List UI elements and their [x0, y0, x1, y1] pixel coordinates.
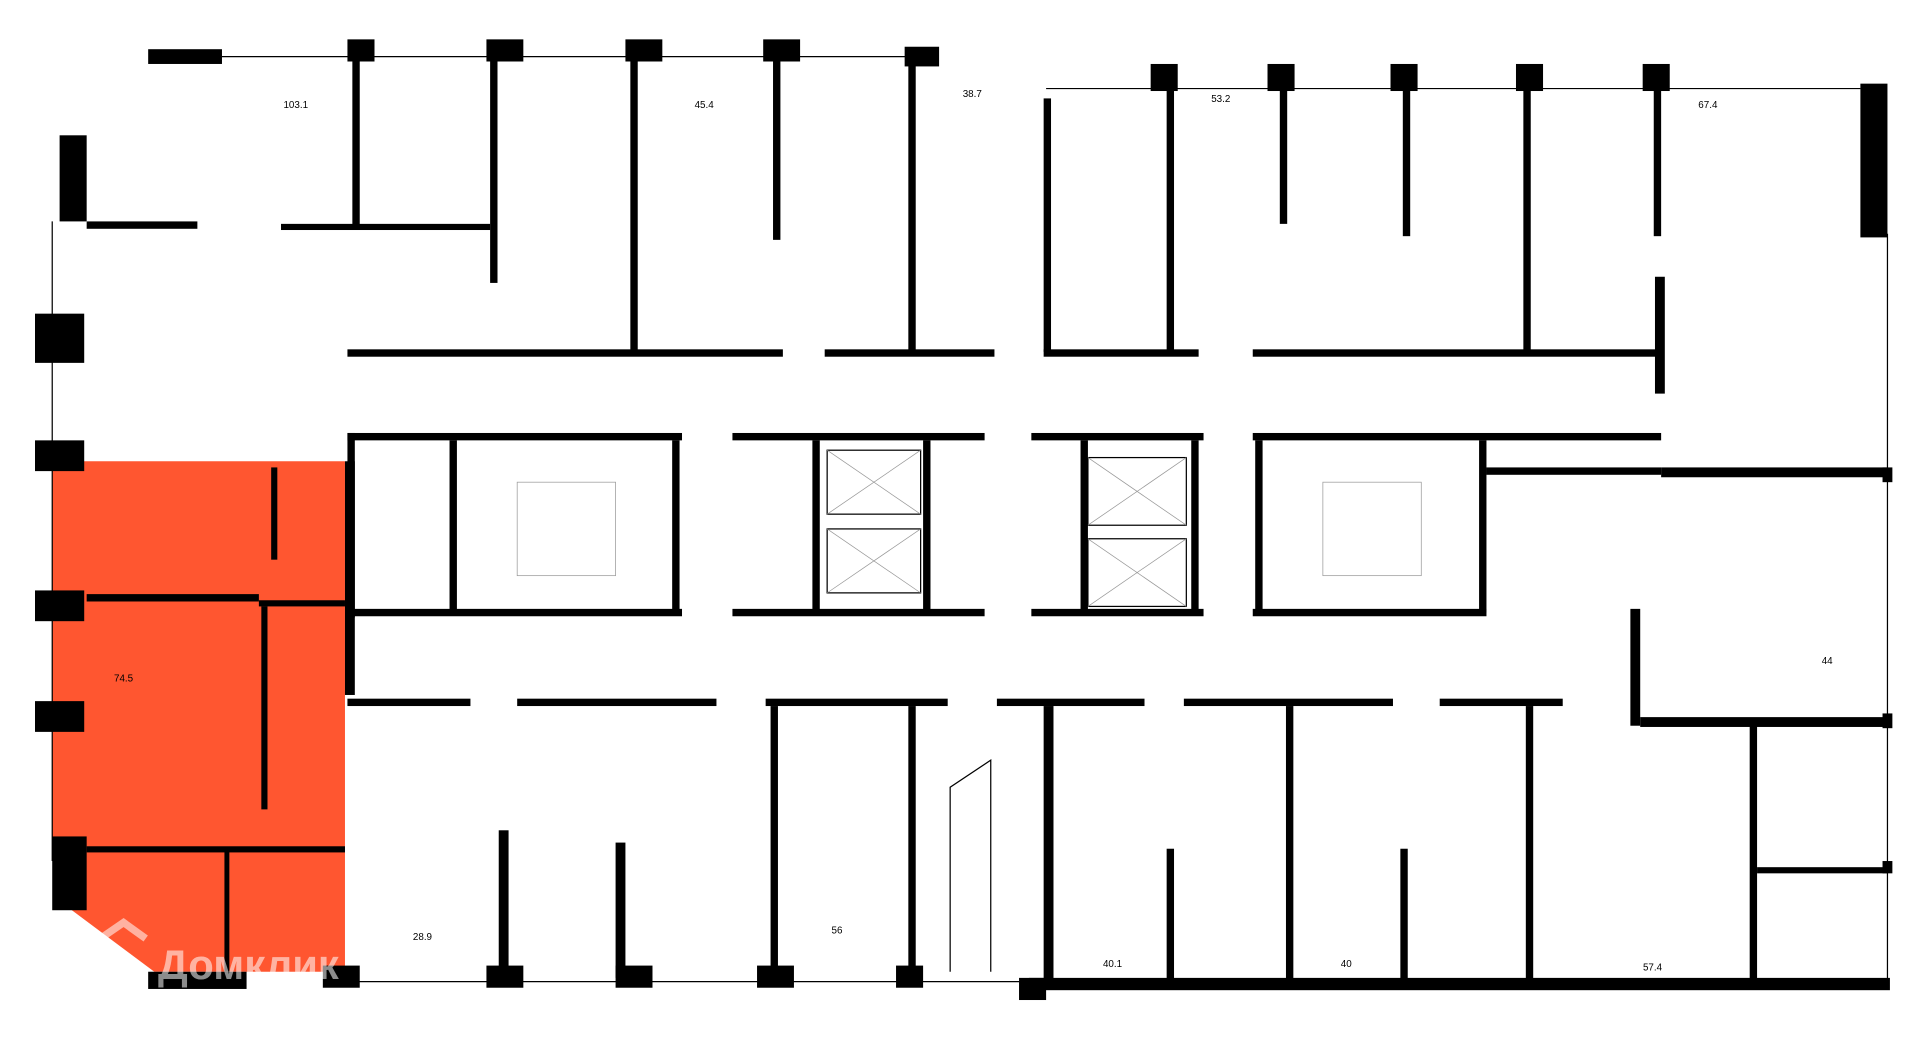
- area-label: 44: [1822, 656, 1833, 667]
- walls: [35, 39, 1893, 1001]
- area-label: 57.4: [1643, 963, 1663, 974]
- area-label: 103.1: [283, 100, 308, 111]
- area-label: 28.9: [413, 932, 432, 943]
- watermark-logo: [80, 918, 148, 985]
- area-label: 56: [832, 926, 843, 937]
- area-label: 40: [1341, 959, 1352, 970]
- area-label: 40.1: [1103, 959, 1122, 970]
- area-label: 38.7: [963, 89, 982, 100]
- apartment-74-5-highlight[interactable]: [52, 461, 345, 972]
- area-label: 67.4: [1698, 100, 1718, 111]
- area-label: 53.2: [1211, 94, 1230, 105]
- area-label: 45.4: [695, 100, 715, 111]
- area-label: 74.5: [114, 673, 134, 684]
- watermark-text: Домклик: [158, 941, 339, 988]
